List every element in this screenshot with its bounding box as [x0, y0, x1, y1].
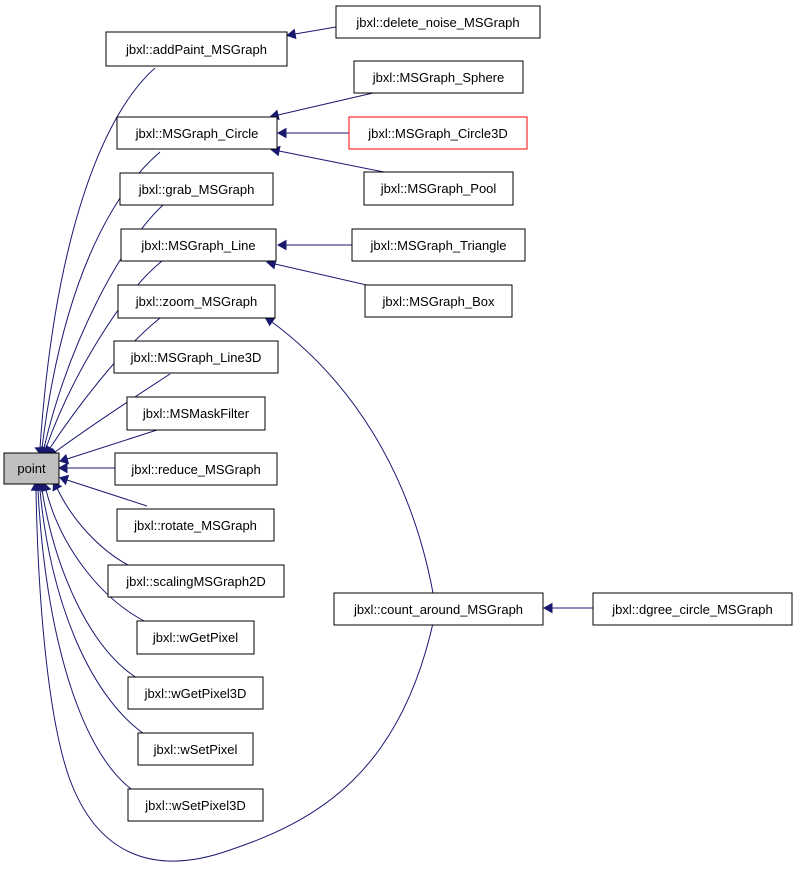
node-circle3d-label: jbxl::MSGraph_Circle3D — [367, 126, 507, 141]
node-zoom[interactable]: jbxl::zoom_MSGraph — [117, 284, 276, 319]
node-dgree-circle-label: jbxl::dgree_circle_MSGraph — [611, 602, 772, 617]
node-line3d[interactable]: jbxl::MSGraph_Line3D — [113, 340, 279, 374]
node-reduce[interactable]: jbxl::reduce_MSGraph — [114, 452, 278, 486]
edge-maskfilter-to-point — [59, 429, 158, 465]
node-circle3d[interactable]: jbxl::MSGraph_Circle3D — [348, 116, 528, 150]
node-line[interactable]: jbxl::MSGraph_Line — [120, 228, 277, 262]
node-pool[interactable]: jbxl::MSGraph_Pool — [363, 171, 514, 206]
node-grab-label: jbxl::grab_MSGraph — [138, 182, 255, 197]
edge-pool-to-circle — [269, 145, 385, 173]
node-getpixel[interactable]: jbxl::wGetPixel — [136, 620, 255, 655]
node-line3d-label: jbxl::MSGraph_Line3D — [130, 350, 262, 365]
node-delete-noise[interactable]: jbxl::delete_noise_MSGraph — [335, 5, 541, 39]
node-sphere[interactable]: jbxl::MSGraph_Sphere — [353, 60, 524, 94]
edge-dgree-to-countaround — [542, 602, 593, 614]
node-getpixel-label: jbxl::wGetPixel — [152, 630, 238, 645]
edge-reduce-to-point — [57, 462, 115, 474]
node-box[interactable]: jbxl::MSGraph_Box — [364, 284, 513, 318]
node-line-label: jbxl::MSGraph_Line — [140, 238, 255, 253]
node-maskfilter-label: jbxl::MSMaskFilter — [142, 406, 250, 421]
node-point[interactable]: point — [3, 452, 60, 485]
nodes: point jbxl::addPaint_MSGraph jbxl::delet… — [3, 5, 793, 822]
node-setpixel3d-label: jbxl::wSetPixel3D — [144, 798, 245, 813]
node-sphere-label: jbxl::MSGraph_Sphere — [372, 70, 505, 85]
node-rotate-label: jbxl::rotate_MSGraph — [133, 518, 257, 533]
node-pool-label: jbxl::MSGraph_Pool — [380, 181, 497, 196]
edge-countaround-to-zoom — [264, 316, 434, 594]
edge-rotate-to-point — [59, 474, 148, 507]
node-delete-noise-label: jbxl::delete_noise_MSGraph — [355, 15, 519, 30]
edge-zoom-to-point — [45, 317, 161, 456]
edges — [30, 26, 593, 862]
node-dgree-circle[interactable]: jbxl::dgree_circle_MSGraph — [592, 592, 793, 626]
node-setpixel-label: jbxl::wSetPixel — [153, 742, 238, 757]
edge-triangle-to-line — [276, 239, 352, 251]
node-count-around-label: jbxl::count_around_MSGraph — [353, 602, 523, 617]
node-zoom-label: jbxl::zoom_MSGraph — [135, 294, 257, 309]
node-rotate[interactable]: jbxl::rotate_MSGraph — [116, 508, 275, 542]
node-box-label: jbxl::MSGraph_Box — [382, 294, 495, 309]
node-reduce-label: jbxl::reduce_MSGraph — [130, 462, 260, 477]
edge-sphere-to-circle — [268, 92, 374, 121]
edge-deletenoise-to-addpaint — [285, 26, 337, 40]
node-setpixel[interactable]: jbxl::wSetPixel — [137, 732, 254, 766]
edge-countaround-to-point — [30, 480, 434, 862]
node-scaling[interactable]: jbxl::scalingMSGraph2D — [107, 564, 285, 598]
node-point-label: point — [17, 461, 46, 476]
node-triangle-label: jbxl::MSGraph_Triangle — [369, 238, 506, 253]
edge-circle3d-to-circle — [276, 127, 349, 139]
node-count-around[interactable]: jbxl::count_around_MSGraph — [333, 592, 544, 626]
node-maskfilter[interactable]: jbxl::MSMaskFilter — [126, 396, 266, 431]
node-setpixel3d[interactable]: jbxl::wSetPixel3D — [127, 788, 264, 822]
node-grab[interactable]: jbxl::grab_MSGraph — [119, 172, 274, 206]
edge-getpixel-to-point — [40, 482, 151, 625]
node-circle[interactable]: jbxl::MSGraph_Circle — [116, 116, 278, 150]
node-addpaint[interactable]: jbxl::addPaint_MSGraph — [105, 31, 288, 67]
node-getpixel3d-label: jbxl::wGetPixel3D — [144, 686, 247, 701]
node-triangle[interactable]: jbxl::MSGraph_Triangle — [351, 228, 526, 262]
node-scaling-label: jbxl::scalingMSGraph2D — [125, 574, 265, 589]
node-circle-label: jbxl::MSGraph_Circle — [135, 126, 259, 141]
node-addpaint-label: jbxl::addPaint_MSGraph — [125, 42, 267, 57]
node-getpixel3d[interactable]: jbxl::wGetPixel3D — [127, 676, 264, 710]
